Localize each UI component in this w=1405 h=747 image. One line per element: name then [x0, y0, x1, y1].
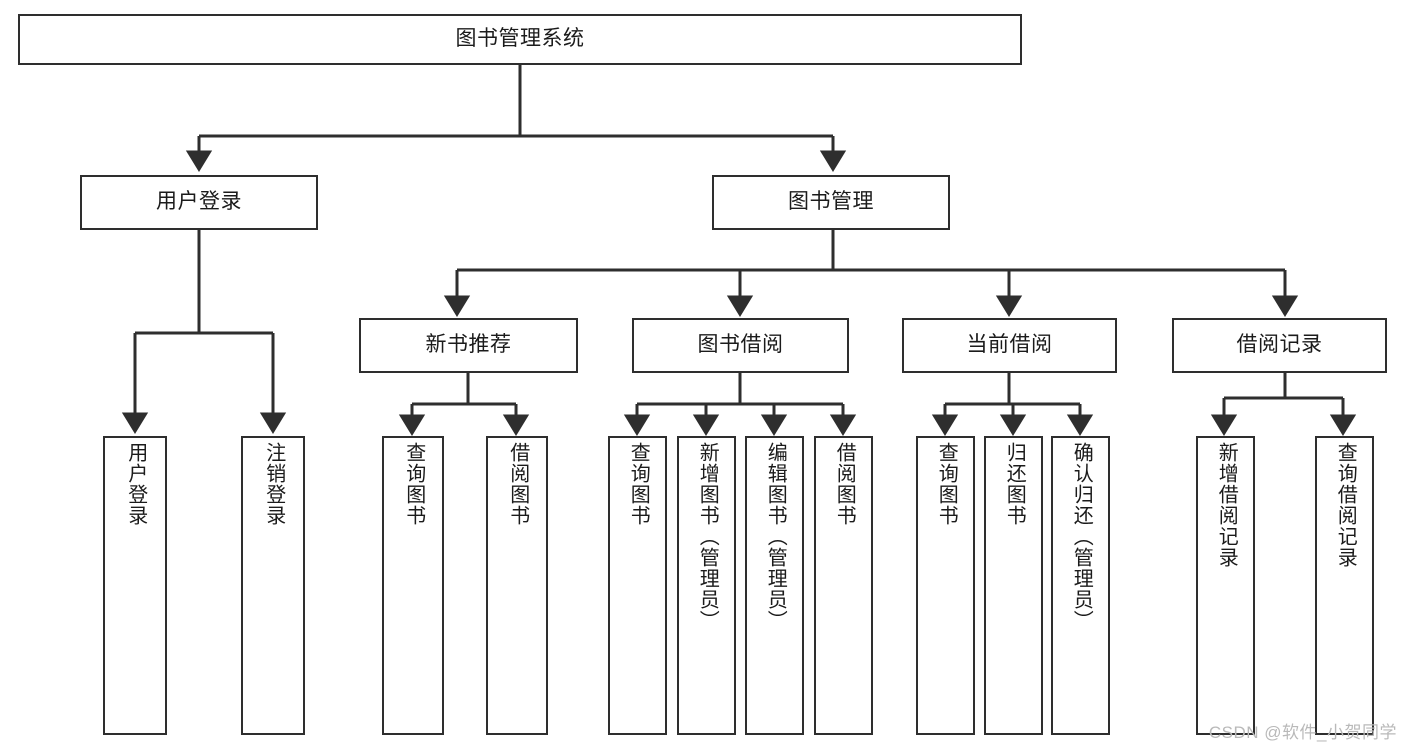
- leaf-borrow-borrow-book[interactable]: 借阅图书: [814, 436, 873, 735]
- leaf-user-login-signout-label: 注销登录: [262, 442, 285, 526]
- node-user-login[interactable]: 用户登录: [80, 175, 318, 230]
- node-borrow-records-label: 借阅记录: [1236, 333, 1323, 357]
- watermark: CSDN @软件_小贺同学: [1208, 723, 1397, 742]
- leaf-user-login-signin[interactable]: 用户登录: [103, 436, 167, 735]
- leaf-borrow-query-book-label: 查询图书: [627, 442, 650, 526]
- node-book-management[interactable]: 图书管理: [712, 175, 950, 230]
- leaf-borrow-query-book[interactable]: 查询图书: [608, 436, 667, 735]
- leaf-current-query-book[interactable]: 查询图书: [916, 436, 975, 735]
- leaf-new-book-borrow[interactable]: 借阅图书: [486, 436, 548, 735]
- node-user-login-label: 用户登录: [156, 190, 242, 214]
- leaf-borrow-edit-book[interactable]: 编辑图书（管理员）: [745, 436, 804, 735]
- node-book-management-label: 图书管理: [788, 190, 874, 214]
- node-book-borrow-label: 图书借阅: [697, 333, 784, 357]
- leaf-new-book-query[interactable]: 查询图书: [382, 436, 444, 735]
- node-root[interactable]: 图书管理系统: [18, 14, 1022, 65]
- leaf-borrow-borrow-book-label: 借阅图书: [833, 442, 856, 526]
- node-borrow-records[interactable]: 借阅记录: [1172, 318, 1387, 373]
- leaf-borrow-add-book[interactable]: 新增图书（管理员）: [677, 436, 736, 735]
- leaf-current-confirm-return-label: 确认归还（管理员）: [1070, 442, 1093, 631]
- leaf-records-add-record[interactable]: 新增借阅记录: [1196, 436, 1255, 735]
- leaf-borrow-add-book-label: 新增图书（管理员）: [696, 442, 719, 631]
- leaf-user-login-signout[interactable]: 注销登录: [241, 436, 305, 735]
- node-current-borrow[interactable]: 当前借阅: [902, 318, 1117, 373]
- node-new-book-recommend[interactable]: 新书推荐: [359, 318, 578, 373]
- leaf-records-query-record[interactable]: 查询借阅记录: [1315, 436, 1374, 735]
- leaf-current-confirm-return[interactable]: 确认归还（管理员）: [1051, 436, 1110, 735]
- leaf-current-query-book-label: 查询图书: [935, 442, 958, 526]
- node-root-label: 图书管理系统: [455, 27, 585, 51]
- leaf-new-book-borrow-label: 借阅图书: [506, 442, 529, 526]
- leaf-borrow-edit-book-label: 编辑图书（管理员）: [764, 442, 787, 631]
- leaf-current-return-book[interactable]: 归还图书: [984, 436, 1043, 735]
- node-current-borrow-label: 当前借阅: [966, 333, 1053, 357]
- node-new-book-recommend-label: 新书推荐: [425, 333, 512, 357]
- node-book-borrow[interactable]: 图书借阅: [632, 318, 849, 373]
- leaf-current-return-book-label: 归还图书: [1003, 442, 1026, 526]
- leaf-records-add-record-label: 新增借阅记录: [1215, 442, 1238, 568]
- leaf-new-book-query-label: 查询图书: [402, 442, 425, 526]
- leaf-user-login-signin-label: 用户登录: [124, 442, 147, 526]
- leaf-records-query-record-label: 查询借阅记录: [1334, 442, 1357, 568]
